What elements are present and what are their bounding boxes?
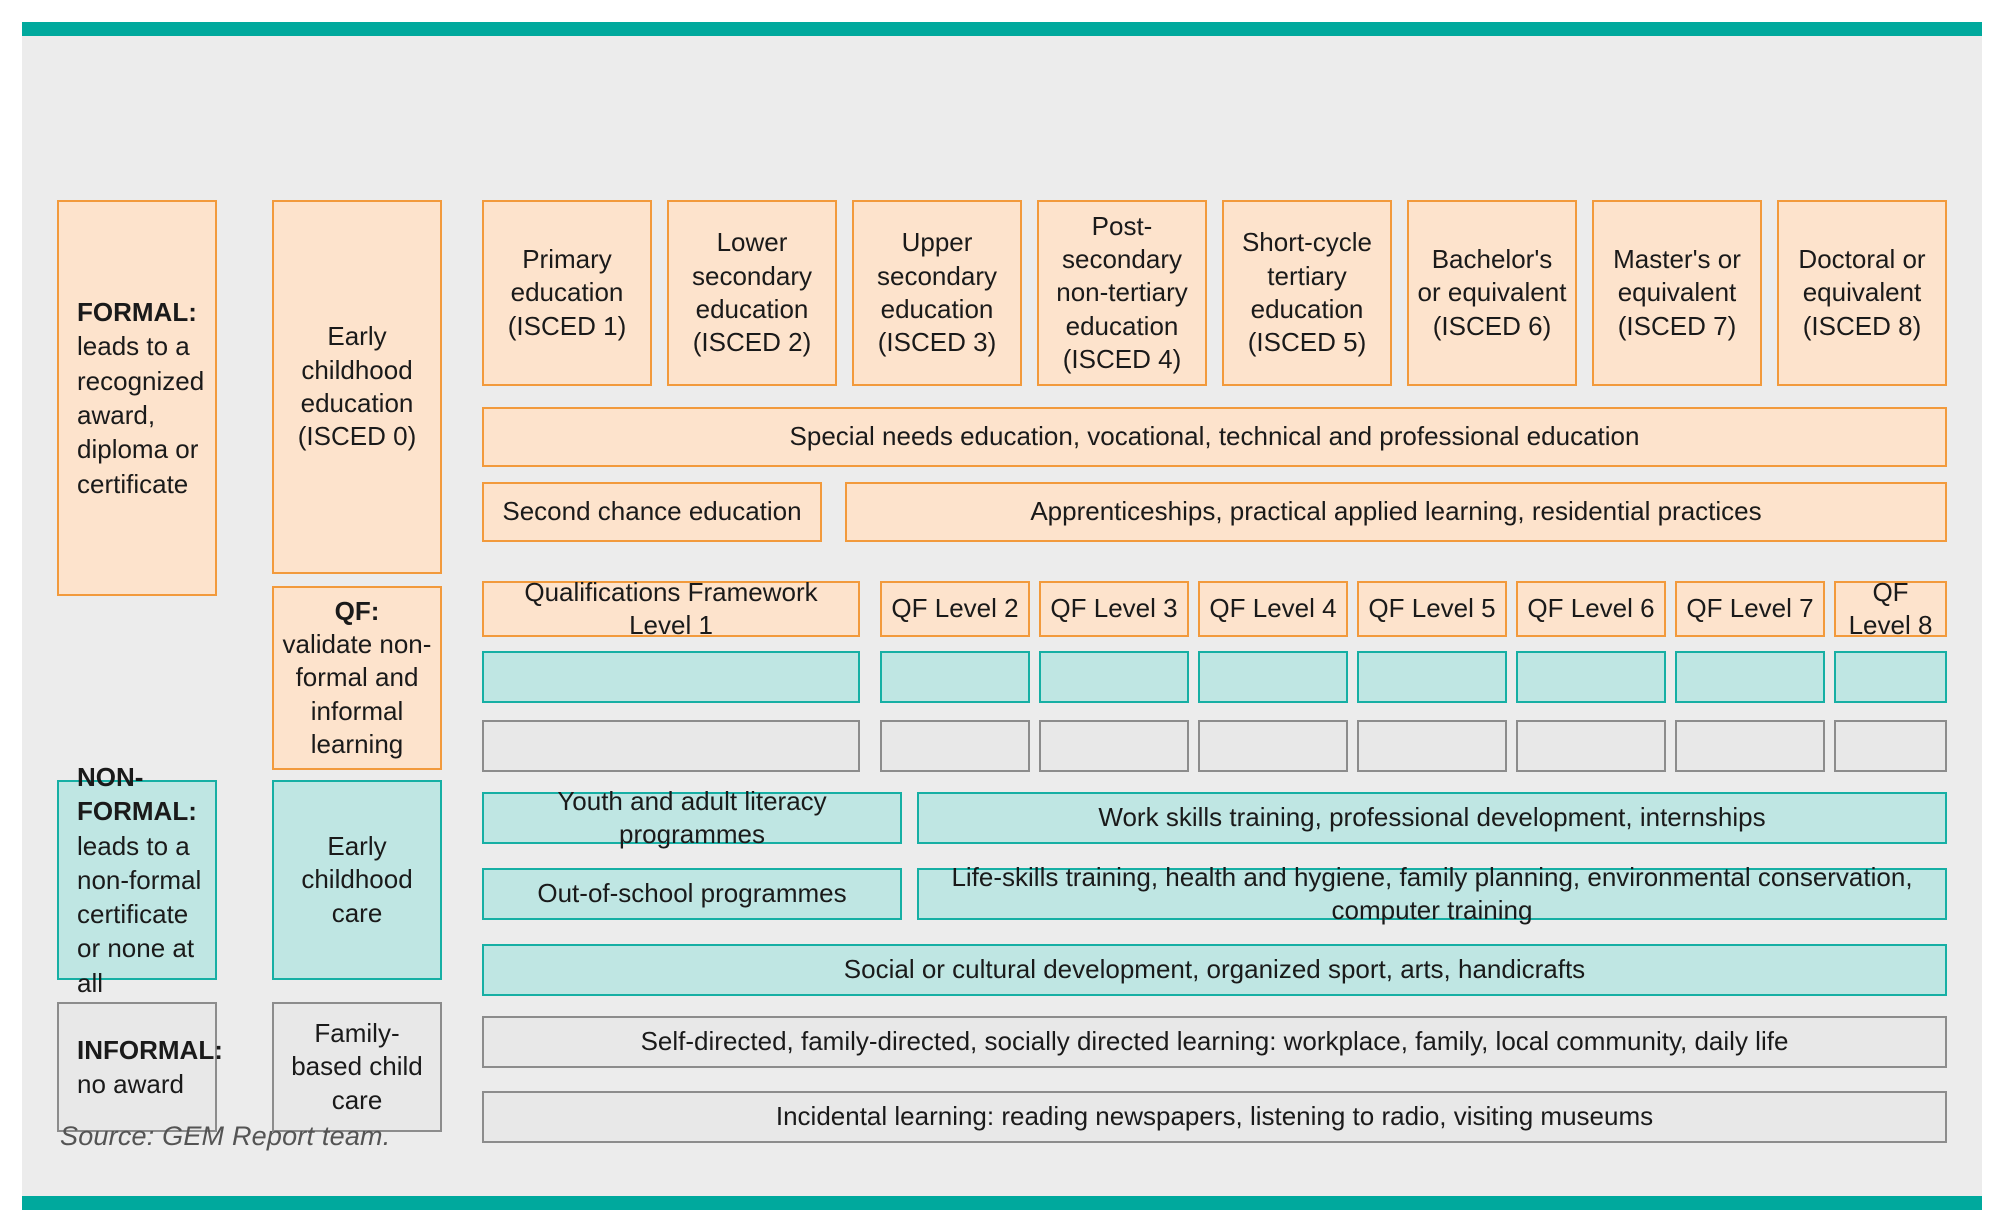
band-apprenticeships: Apprenticeships, practical applied learn…	[845, 482, 1947, 542]
category-formal: FORMAL:leads to a recognized award, dipl…	[57, 200, 217, 596]
qf-level-4: QF Level 4	[1198, 581, 1348, 637]
qf-informal-cell-3	[1039, 720, 1189, 772]
category-informal: INFORMAL: no award	[57, 1002, 223, 1132]
band-out-of-school-programmes: Out-of-school programmes	[482, 868, 902, 920]
qf-validation-cell-7	[1675, 651, 1825, 703]
qf-validation-cell-8	[1834, 651, 1947, 703]
qf-informal-cell-8	[1834, 720, 1947, 772]
isced-level-8: Doctoral or equivalent (ISCED 8)	[1777, 200, 1947, 386]
early-childhood-care: Early childhood care	[272, 780, 442, 980]
qf-validation-cell-4	[1198, 651, 1348, 703]
top-rule	[22, 22, 1982, 36]
bottom-rule	[22, 1196, 1982, 1210]
band-social-cultural-development: Social or cultural development, organize…	[482, 944, 1947, 996]
category-non-formal: NON-FORMAL:leads to a non-formal certifi…	[57, 762, 217, 998]
category-non-formal-title: NON-FORMAL:	[77, 761, 197, 827]
isced-level-7: Master's or equivalent (ISCED 7)	[1592, 200, 1762, 386]
qf-informal-cell-1	[482, 720, 860, 772]
figure-container: FORMAL:leads to a recognized award, dipl…	[22, 22, 1982, 1210]
category-informal-desc: no award	[77, 1069, 184, 1099]
category-non-formal-desc: leads to a non-formal certificate or non…	[77, 830, 202, 998]
category-informal-title: INFORMAL:	[77, 1034, 223, 1065]
isced-level-6: Bachelor's or equivalent (ISCED 6)	[1407, 200, 1577, 386]
qf-validation-cell-5	[1357, 651, 1507, 703]
qf-note-desc: validate non-formal and informal learnin…	[282, 629, 432, 759]
qf-level-2: QF Level 2	[880, 581, 1030, 637]
qf-level-8: QF Level 8	[1834, 577, 1947, 640]
qf-note-title: QF:	[334, 595, 380, 626]
isced-level-1: Primary education (ISCED 1)	[482, 200, 652, 386]
band-life-skills-training: Life-skills training, health and hygiene…	[917, 862, 1947, 925]
qf-level-1: Qualifications Framework Level 1	[482, 577, 860, 640]
qf-informal-cell-7	[1675, 720, 1825, 772]
category-formal-desc: leads to a recognized award, diploma or …	[77, 331, 205, 499]
category-formal-title: FORMAL:	[77, 297, 197, 328]
band-work-skills-training: Work skills training, professional devel…	[917, 792, 1947, 844]
early-childhood-education: Early childhood education (ISCED 0)	[272, 200, 442, 574]
band-special-needs-education: Special needs education, vocational, tec…	[482, 407, 1947, 467]
isced-level-5: Short-cycle tertiary education (ISCED 5)	[1222, 200, 1392, 386]
qf-level-3: QF Level 3	[1039, 581, 1189, 637]
band-incidental-learning: Incidental learning: reading newspapers,…	[482, 1091, 1947, 1143]
band-self-directed-learning: Self-directed, family-directed, socially…	[482, 1016, 1947, 1068]
qf-level-6: QF Level 6	[1516, 581, 1666, 637]
qf-informal-cell-4	[1198, 720, 1348, 772]
qf-informal-cell-5	[1357, 720, 1507, 772]
band-youth-adult-literacy: Youth and adult literacy programmes	[482, 786, 902, 849]
qf-level-5: QF Level 5	[1357, 581, 1507, 637]
source-note: Source: GEM Report team.	[60, 1121, 391, 1151]
isced-level-3: Upper secondary education (ISCED 3)	[852, 200, 1022, 386]
qf-validation-cell-2	[880, 651, 1030, 703]
diagram-canvas: FORMAL:leads to a recognized award, dipl…	[22, 36, 1982, 1196]
qf-validation-cell-3	[1039, 651, 1189, 703]
qf-level-7: QF Level 7	[1675, 581, 1825, 637]
isced-level-4: Post-secondary non-tertiary education (I…	[1037, 200, 1207, 386]
qf-validation-cell-6	[1516, 651, 1666, 703]
qualifications-framework-note: QF: validate non-formal and informal lea…	[272, 586, 442, 770]
family-based-child-care: Family-based child care	[272, 1002, 442, 1132]
qf-informal-cell-6	[1516, 720, 1666, 772]
qf-validation-cell-1	[482, 651, 860, 703]
isced-level-2: Lower secondary education (ISCED 2)	[667, 200, 837, 386]
band-second-chance-education: Second chance education	[482, 482, 822, 542]
qf-informal-cell-2	[880, 720, 1030, 772]
